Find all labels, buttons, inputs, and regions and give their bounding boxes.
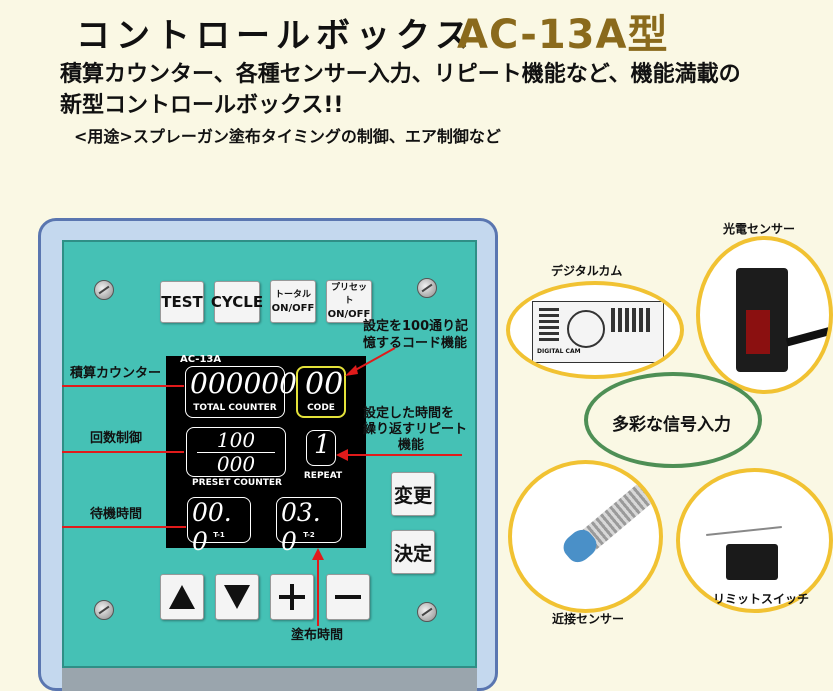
total-onoff-button[interactable]: トータル ON/OFF — [270, 280, 316, 323]
limit-switch-caption: リミットスイッチ — [713, 592, 810, 606]
preset-onoff-button[interactable]: プリセット ON/OFF — [326, 280, 372, 323]
limit-switch-body — [726, 544, 778, 580]
preset-button-label: プリセット — [330, 283, 367, 306]
lcd-model-label: AC-13A — [180, 354, 222, 365]
up-button[interactable] — [160, 574, 204, 620]
model-name: AC-13A型 — [457, 12, 669, 58]
preset-counter-top: 100 — [216, 428, 256, 452]
preset-counter-label: PRESET COUNTER — [192, 478, 282, 488]
test-button[interactable]: TEST — [160, 281, 204, 323]
callout-code-l2: 憶するコード機能 — [363, 336, 468, 351]
cycle-button-label: CYCLE — [210, 293, 264, 311]
callout-total-counter: 積算カウンター — [70, 366, 162, 381]
cam-buttons — [611, 308, 651, 332]
t1-box: 00. 0 T-1 — [187, 497, 251, 556]
cam-dial-icon — [567, 310, 605, 348]
confirm-button[interactable]: 決定 — [391, 530, 435, 574]
limit-switch-image — [676, 468, 833, 613]
photo-sensor-cable — [785, 325, 829, 347]
t1-value: 00. 0 — [192, 498, 232, 556]
page-title: コントロールボックス — [76, 16, 475, 56]
subtitle-line-2: 新型コントロールボックス!! — [60, 93, 344, 118]
callout-line — [62, 385, 184, 387]
proximity-sensor-caption: 近接センサー — [552, 612, 625, 626]
plus-button[interactable] — [270, 574, 314, 620]
screw-icon — [94, 600, 114, 620]
usage-text: <用途>スプレーガン塗布タイミングの制御、エア制御など — [74, 127, 501, 146]
signal-input-label: 多彩な信号入力 — [612, 415, 731, 435]
digital-cam-device: DIGITAL CAM — [532, 301, 664, 363]
callout-arrow-repeat — [336, 449, 462, 461]
callout-standby-time: 待機時間 — [90, 507, 143, 522]
digital-cam-text: DIGITAL CAM — [537, 348, 581, 355]
callout-repeat-l1: 設定した時間を — [363, 406, 455, 421]
confirm-button-label: 決定 — [393, 542, 432, 565]
repeat-box: 1 — [306, 430, 336, 466]
total-button-onoff: ON/OFF — [271, 302, 315, 314]
down-button[interactable] — [215, 574, 259, 620]
triangle-down-icon — [224, 585, 250, 609]
repeat-value: 1 — [314, 430, 331, 460]
repeat-label: REPEAT — [303, 471, 343, 481]
callout-arrow-code — [345, 347, 396, 376]
t2-label: T-2 — [303, 531, 315, 539]
digital-cam-caption: デジタルカム — [551, 264, 623, 278]
total-counter-label: TOTAL COUNTER — [193, 403, 277, 413]
screw-icon — [94, 280, 114, 300]
code-label: CODE — [307, 403, 335, 413]
minus-icon — [335, 595, 361, 599]
preset-button-onoff: ON/OFF — [327, 309, 371, 320]
screw-icon — [417, 278, 437, 298]
proximity-sensor-image — [508, 460, 663, 613]
cam-indicators — [539, 308, 559, 344]
t2-box: 03. 0 T-2 — [276, 497, 342, 556]
callout-line — [62, 526, 186, 528]
callout-line — [62, 451, 184, 453]
minus-button[interactable] — [326, 574, 370, 620]
subtitle-line-1: 積算カウンター、各種センサー入力、リピート機能など、機能満載の — [60, 62, 741, 87]
callout-count-control: 回数制御 — [90, 431, 143, 446]
callout-arrow-coating — [312, 548, 324, 626]
preset-counter-box: 100 000 — [186, 427, 286, 477]
plus-icon — [279, 584, 305, 610]
t2-value: 03. 0 — [281, 498, 321, 556]
callout-code-l1: 設定を100通り記 — [363, 319, 469, 334]
signal-input-ellipse — [584, 372, 762, 468]
change-button[interactable]: 変更 — [391, 472, 435, 516]
callout-repeat-l2: 繰り返すリピート — [363, 422, 468, 437]
change-button-label: 変更 — [393, 484, 432, 507]
cycle-button[interactable]: CYCLE — [210, 281, 264, 323]
preset-divider — [197, 452, 275, 453]
callout-repeat-l3: 機能 — [398, 438, 425, 453]
photo-sensor-lens — [746, 310, 770, 354]
photo-sensor-caption: 光電センサー — [723, 222, 796, 236]
screw-icon — [417, 602, 437, 622]
total-button-label: トータル — [274, 289, 311, 300]
callout-coating-time: 塗布時間 — [291, 628, 344, 643]
total-counter-value: 000000 — [190, 367, 297, 400]
code-box: 00 CODE — [296, 366, 346, 418]
test-button-label: TEST — [161, 293, 203, 311]
limit-switch-lever — [706, 526, 782, 536]
photo-sensor-image — [696, 236, 833, 394]
digital-cam-image: DIGITAL CAM — [506, 281, 684, 379]
device-base — [62, 668, 477, 691]
total-counter-box: 000000 TOTAL COUNTER — [185, 366, 297, 418]
triangle-up-icon — [169, 585, 195, 609]
code-value: 00 — [305, 367, 344, 402]
t1-label: T-1 — [213, 531, 225, 539]
preset-counter-bottom: 000 — [216, 452, 256, 476]
